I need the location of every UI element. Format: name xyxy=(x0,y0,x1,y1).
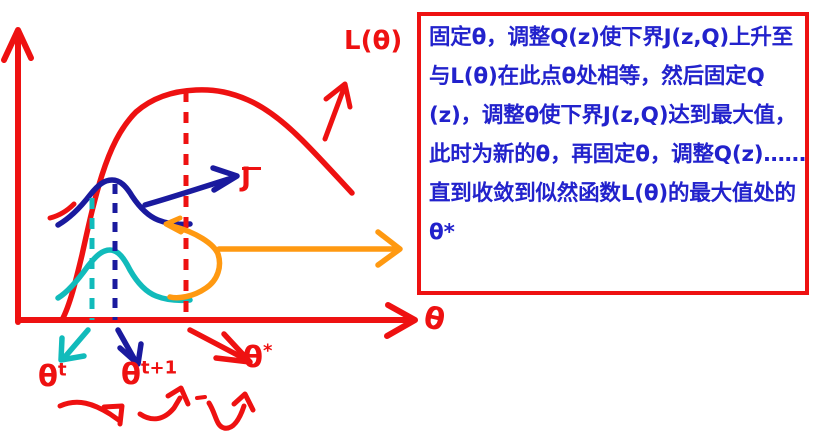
y-axis-arrowhead xyxy=(1,27,34,63)
iteration-arrow-2 xyxy=(137,385,191,422)
theta-t1-superscript: t+1 xyxy=(140,357,178,379)
theta-star-label: θ* xyxy=(243,340,272,374)
theta-t-label: θt xyxy=(38,359,67,393)
explanation-note-box: 固定θ，调整Q(z)使下界J(z,Q)上升至与L(θ)在此点θ处相等，然后固定Q… xyxy=(417,12,809,295)
j-letter: J xyxy=(241,162,252,193)
likelihood-pointer-arrow xyxy=(322,81,353,142)
likelihood-label: L(θ) xyxy=(344,26,403,56)
theta-t-plus-1-label: θt+1 xyxy=(121,357,177,391)
theta-t1-base: θ xyxy=(121,357,141,391)
lower-bound-curve-navy xyxy=(55,177,193,228)
iteration-arrow-1 xyxy=(57,399,125,427)
theta-t-superscript: t xyxy=(57,359,67,381)
axes-group xyxy=(1,27,418,339)
x-axis-arrowhead xyxy=(384,302,418,339)
arrow-to-theta-t-plus-1 xyxy=(115,327,144,367)
lower-bound-label: J xyxy=(241,162,261,193)
lower-bound-curve-cyan xyxy=(55,247,193,304)
likelihood-curve-left-tail xyxy=(47,201,77,221)
arrow-to-theta-t xyxy=(58,327,91,363)
j-pointer-arrow xyxy=(142,165,240,208)
arrow-to-theta-star xyxy=(187,327,253,365)
likelihood-curve xyxy=(59,87,355,323)
iteration-arrow-3 xyxy=(195,391,256,431)
theta-t-base: θ xyxy=(38,359,58,393)
theta-star-superscript: * xyxy=(262,340,273,362)
orange-brace-arrow xyxy=(163,215,403,301)
explanation-note-text: 固定θ，调整Q(z)使下界J(z,Q)上升至与L(θ)在此点θ处相等，然后固定Q… xyxy=(429,25,806,245)
theta-star-base: θ xyxy=(243,340,263,374)
